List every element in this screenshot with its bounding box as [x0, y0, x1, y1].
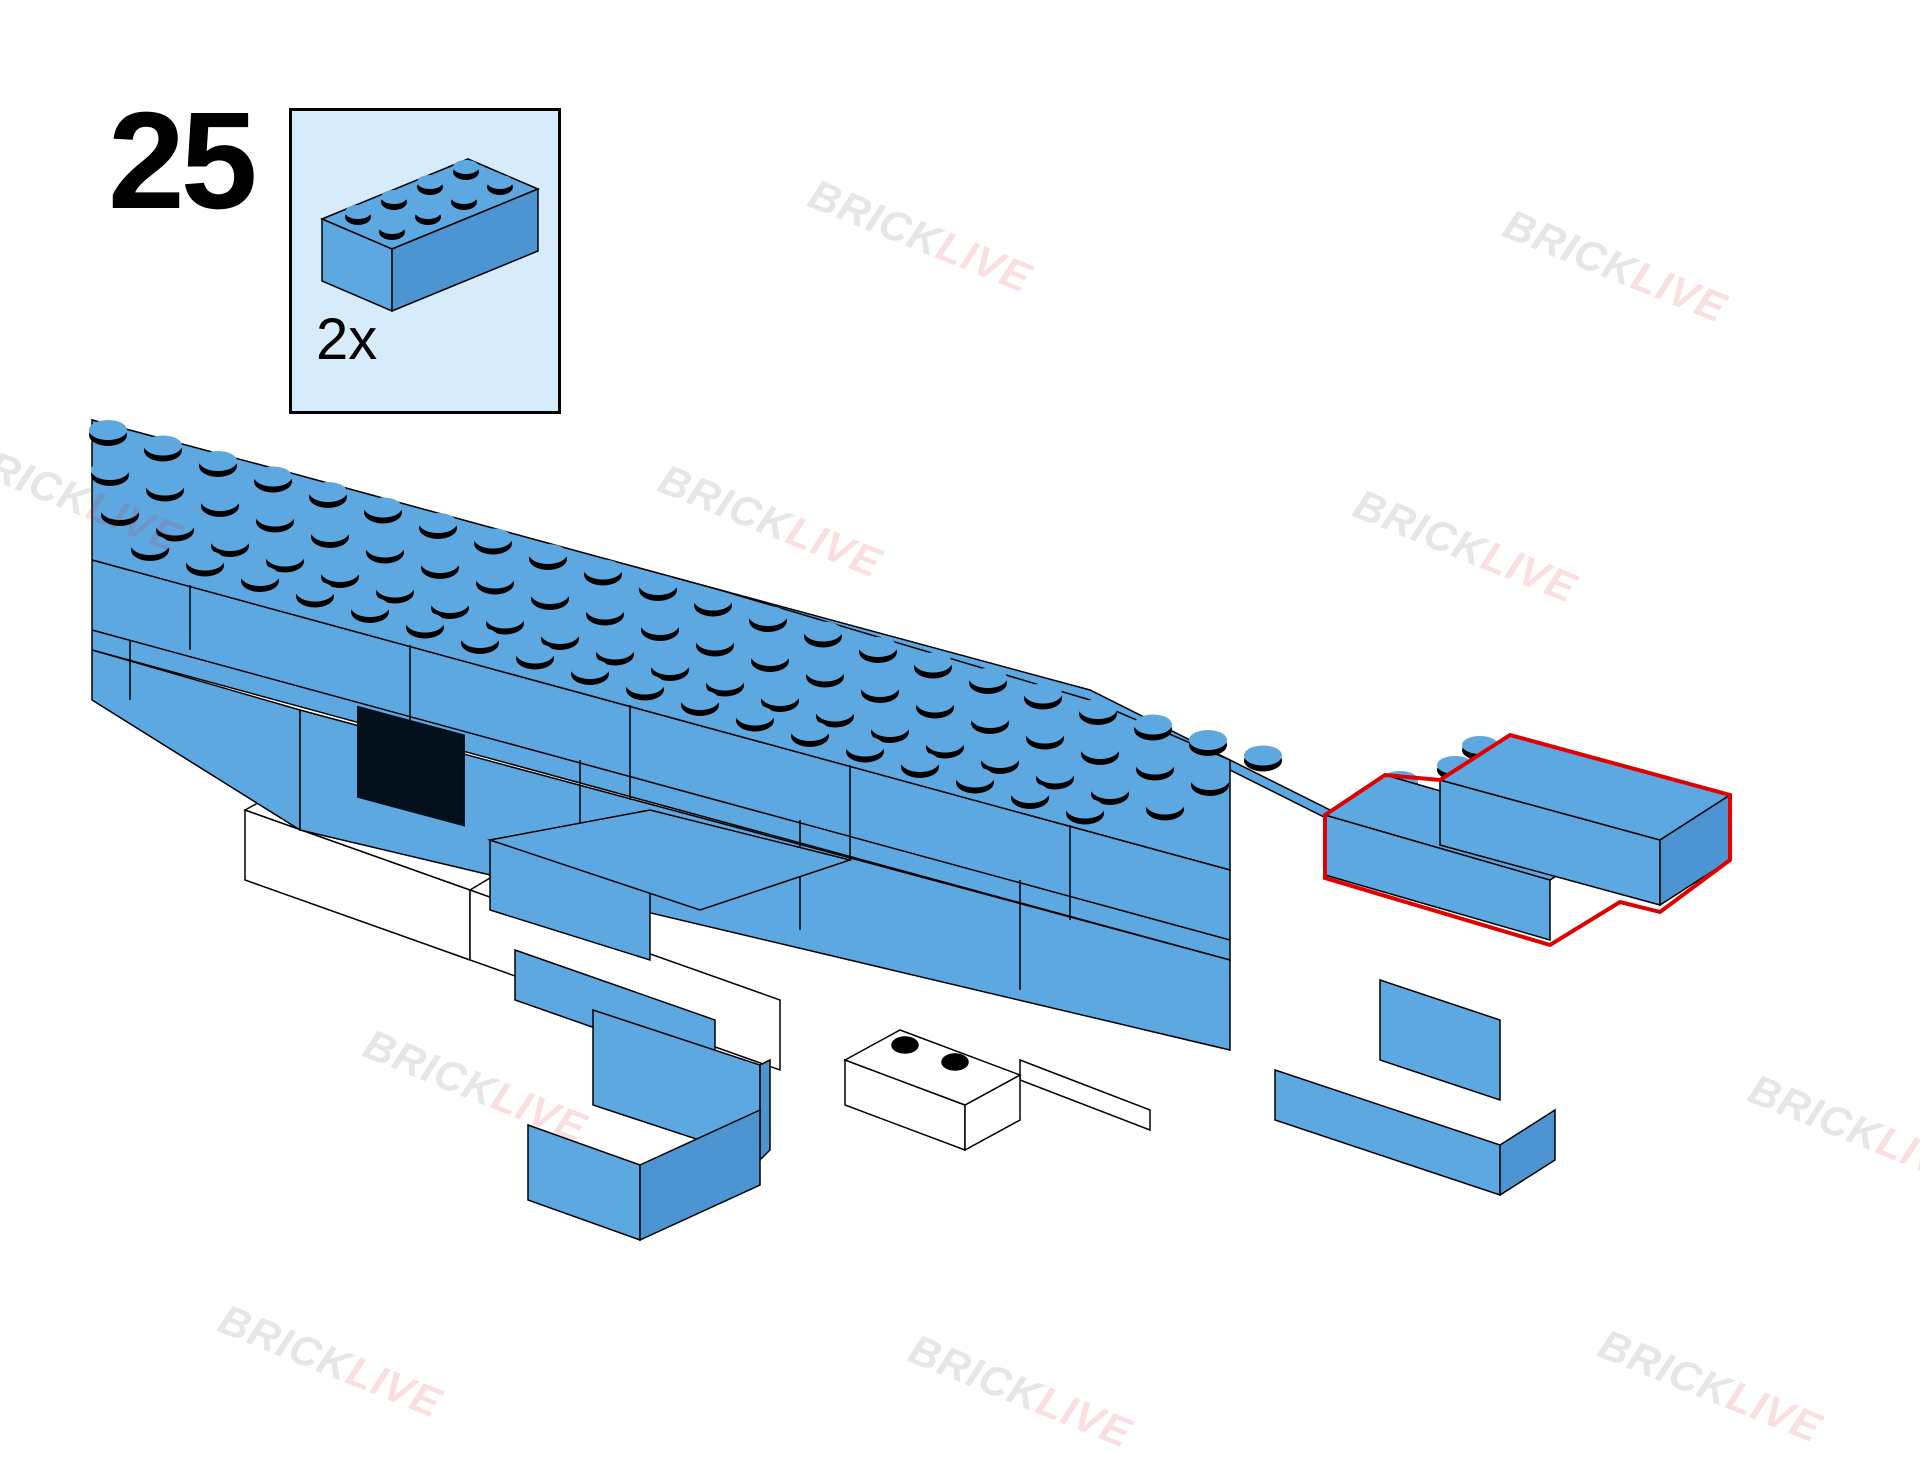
stud-top — [694, 590, 732, 611]
stud-top — [201, 491, 239, 511]
stud-top — [144, 435, 182, 456]
white-small-brick — [843, 1029, 1022, 1152]
stud-top — [956, 767, 994, 788]
watermark-word-b: LIVE — [1720, 1371, 1829, 1452]
stud-top — [749, 606, 787, 626]
front-leg — [487, 809, 853, 1242]
stud-top — [431, 593, 469, 613]
stud-top — [696, 630, 734, 651]
new-part-highlight — [1323, 732, 1732, 948]
body-studs — [89, 420, 1698, 830]
stud-top — [751, 646, 789, 666]
stud-top — [1081, 739, 1119, 759]
stud-top — [321, 562, 359, 582]
stud-top — [1066, 798, 1104, 819]
stud-top — [871, 717, 909, 737]
stud-top — [971, 708, 1009, 728]
part-quantity: 2x — [316, 307, 378, 372]
stud-top — [804, 621, 842, 642]
stud-top — [806, 661, 844, 682]
stud-top — [1136, 754, 1174, 775]
stud-top — [476, 568, 514, 589]
stud-top — [474, 528, 512, 549]
stud-top — [1011, 783, 1049, 803]
model-illustration — [89, 419, 1732, 1242]
stud-top — [1146, 794, 1184, 815]
new-tail-bricks — [1323, 732, 1732, 948]
stud-top — [186, 550, 224, 571]
stud-top — [366, 537, 404, 558]
stud-top — [761, 686, 799, 706]
stud-top — [131, 535, 169, 555]
stud-top — [1024, 683, 1062, 704]
stud-top — [584, 559, 622, 580]
stud-top — [256, 506, 294, 527]
stud-top — [516, 643, 554, 664]
stud-top — [706, 670, 744, 691]
brick-2x4-icon — [320, 158, 540, 313]
stud-top — [596, 639, 634, 660]
stud-top — [681, 690, 719, 710]
stud-top — [1244, 745, 1282, 766]
stud-top — [816, 701, 854, 722]
stud-top — [1134, 714, 1172, 735]
stud-top — [586, 599, 624, 620]
stud-top — [89, 420, 127, 440]
stud-top — [969, 668, 1007, 688]
stud-top — [419, 513, 457, 533]
stud-top — [926, 732, 964, 753]
stud-top — [1189, 730, 1227, 750]
stud-top — [1036, 763, 1074, 784]
stud-top — [406, 612, 444, 633]
stud-top — [914, 652, 952, 673]
step-number: 25 — [108, 84, 257, 238]
watermark-word-b: LIVE — [1030, 1376, 1139, 1457]
eye — [357, 705, 465, 827]
stud-top — [296, 581, 334, 602]
stud-top — [531, 584, 569, 604]
stud-top — [901, 752, 939, 772]
stud-top — [529, 544, 567, 564]
stud-top — [1091, 779, 1129, 799]
stud-top — [266, 546, 304, 567]
stud-top — [311, 522, 349, 542]
stud-top — [156, 515, 194, 536]
parts-callout: 2x — [289, 108, 561, 414]
stud-top — [859, 637, 897, 657]
stud-top — [146, 475, 184, 496]
stud-top — [981, 748, 1019, 768]
stud-top — [791, 721, 829, 741]
stud-top — [211, 531, 249, 551]
rear-leg — [1274, 978, 1556, 1197]
stud-top — [351, 597, 389, 617]
stud-top — [461, 628, 499, 648]
stud-top — [1191, 770, 1229, 790]
stud-top — [91, 460, 129, 480]
stud-top — [199, 451, 237, 471]
stud-top — [254, 466, 292, 487]
stud-top — [736, 705, 774, 726]
stud-top — [651, 655, 689, 675]
stud-top — [1026, 723, 1064, 744]
stud-top — [916, 692, 954, 713]
stud-top — [101, 500, 139, 520]
stud-top — [309, 482, 347, 502]
stud-top — [571, 659, 609, 679]
stud-top — [861, 677, 899, 697]
stud-top — [364, 497, 402, 518]
stud-top — [241, 566, 279, 586]
stud-top — [421, 553, 459, 573]
stud-top — [641, 615, 679, 635]
stud-top — [1079, 699, 1117, 719]
stud-top — [626, 674, 664, 695]
stud-top — [639, 575, 677, 595]
stud-top — [846, 736, 884, 757]
stud-top — [486, 608, 524, 629]
stud-top — [376, 577, 414, 598]
stud-top — [541, 624, 579, 644]
